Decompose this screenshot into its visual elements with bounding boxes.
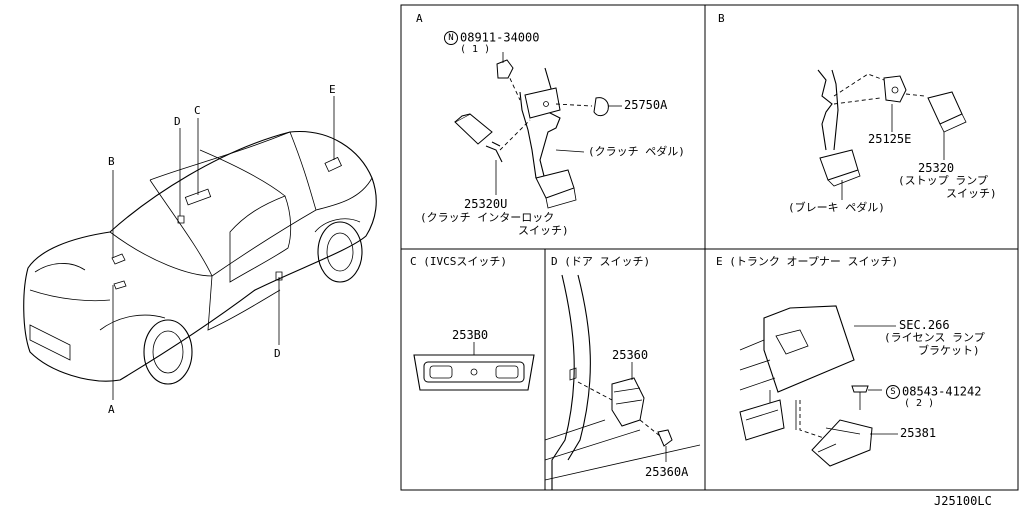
callout-a: A [108, 403, 115, 416]
callout-b: B [108, 155, 115, 168]
panel-e-sec-name-2: ブラケット) [918, 344, 980, 357]
brake-pedal-drawing [817, 69, 967, 200]
panel-e-sec-ref: SEC.266 [899, 318, 950, 332]
car-leader-lines [112, 96, 335, 400]
panel-c-title: C (IVCSスイッチ) [410, 255, 507, 268]
door-switch-drawing [544, 274, 701, 490]
panel-a-bolt-qty: ( 1 ) [460, 44, 491, 55]
panel-d-bolt-part: 25360A [645, 465, 689, 479]
panel-d-title: D (ドア スイッチ) [551, 255, 651, 268]
panel-e-title: E (トランク オープナー スイッチ) [716, 255, 899, 268]
panel-b-bracket-part: 25125E [868, 132, 912, 146]
panel-b-switch-part: 25320 [918, 161, 955, 175]
panel-e-switch-part: 25381 [900, 426, 937, 440]
panel-a-switch-name-2: スイッチ) [518, 224, 569, 237]
panel-b-switch-name-2: スイッチ) [946, 187, 997, 200]
panel-a-switch-part: 25320U [464, 197, 508, 211]
callout-e: E [329, 83, 336, 96]
panel-a-title: A [416, 12, 423, 25]
diagram-code: J25100LC [934, 494, 992, 508]
trunk-opener-drawing [739, 305, 898, 467]
panel-a-pedal-label: (クラッチ ペダル) [588, 145, 685, 158]
panel-e-sec-name-1: (ライセンス ランプ [884, 331, 985, 344]
bolt-part-number: 08911-34000 [460, 30, 540, 45]
ivcs-switch-drawing [413, 342, 535, 391]
panel-e-screw-qty: ( 2 ) [904, 398, 935, 409]
panel-a-switch-name-1: (クラッチ インターロック [420, 211, 555, 224]
clutch-pedal-drawing [454, 52, 622, 209]
screw-symbol-icon: S [886, 385, 900, 399]
screw-part-number: 08543-41242 [902, 384, 982, 399]
panel-d-switch-part: 25360 [612, 348, 649, 362]
callout-d-top: D [174, 115, 181, 128]
callout-d-bottom: D [274, 347, 281, 360]
panel-c-part: 253B0 [452, 328, 489, 342]
panel-b-title: B [718, 12, 725, 25]
panel-b-pedal-label: (ブレーキ ペダル) [788, 201, 885, 214]
nut-symbol-icon: N [444, 31, 458, 45]
panel-frames [400, 4, 1019, 491]
callout-c: C [194, 104, 201, 117]
car-illustration [23, 130, 377, 385]
panel-a-clip-part: 25750A [624, 98, 668, 112]
panel-b-switch-name-1: (ストップ ランプ [898, 174, 988, 187]
